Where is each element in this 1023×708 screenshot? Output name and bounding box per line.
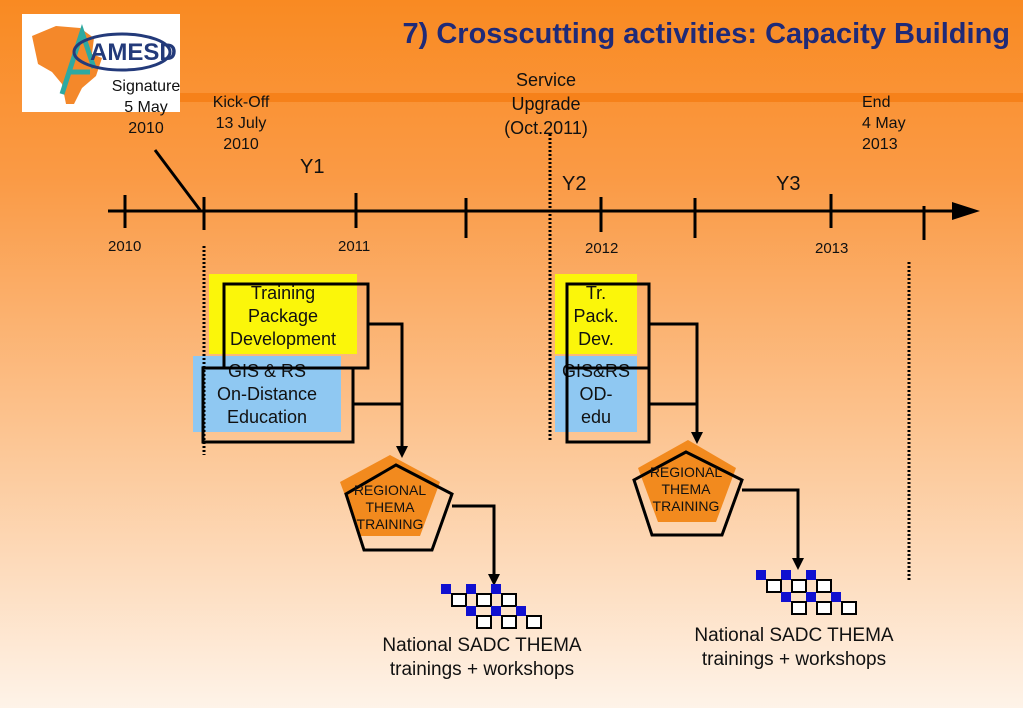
regional-pentagon-fill-2 — [638, 440, 736, 522]
distance-education-outline-1 — [201, 366, 355, 444]
regional-pentagon-outline-1 — [344, 463, 454, 552]
amesd-logo: AMESD — [22, 14, 180, 112]
header-band — [180, 93, 1023, 102]
africa-map-icon: AMESD — [32, 23, 177, 104]
milestone-end: End 4 May 2013 — [862, 94, 906, 153]
arrowhead-national-1 — [488, 574, 500, 586]
period-y3: Y3 — [776, 173, 801, 195]
connector-training-2 — [649, 322, 699, 436]
year-2011: 2011 — [338, 238, 371, 255]
milestone-service-upgrade: Service Upgrade (Oct.2011) — [504, 70, 588, 138]
slide-title: 7) Crosscutting activities: Capacity Bui… — [402, 18, 1011, 50]
year-2013: 2013 — [815, 240, 849, 257]
period-y2: Y2 — [562, 173, 587, 195]
connector-national-2 — [742, 488, 800, 562]
training-package-box-2: Tr. Pack. Dev. — [555, 274, 637, 354]
training-package-outline-1 — [222, 282, 370, 370]
connector-training-1 — [368, 322, 404, 450]
connector-national-1 — [452, 504, 496, 578]
year-2010: 2010 — [108, 238, 142, 255]
signature-pointer — [153, 149, 202, 211]
milestone-signature: Signature 5 May 2010 — [111, 78, 181, 137]
regional-training-label-2: REGIONAL THEMA TRAINING — [649, 464, 723, 514]
timeline-arrowhead — [952, 202, 980, 220]
national-grid-icon-2 — [756, 570, 857, 615]
regional-training-label-1: REGIONAL THEMA TRAINING — [353, 482, 427, 532]
period-y1: Y1 — [300, 156, 325, 178]
milestone-kickoff: Kick-Off 13 July 2010 — [212, 94, 270, 153]
regional-pentagon-outline-2 — [632, 450, 744, 537]
training-package-outline-2 — [565, 282, 651, 370]
arrowhead-national-2 — [792, 558, 804, 570]
training-package-box-1: Training Package Development — [209, 274, 357, 354]
arrowhead-regional-2 — [691, 432, 703, 444]
national-grid-icon-1 — [441, 584, 542, 629]
national-trainings-label-2: National SADC THEMA trainings + workshop… — [694, 625, 894, 670]
year-2012: 2012 — [585, 240, 619, 257]
distance-education-outline-2 — [565, 366, 651, 444]
arrowhead-regional-1 — [396, 446, 408, 458]
national-trainings-label-1: National SADC THEMA trainings + workshop… — [382, 635, 582, 680]
